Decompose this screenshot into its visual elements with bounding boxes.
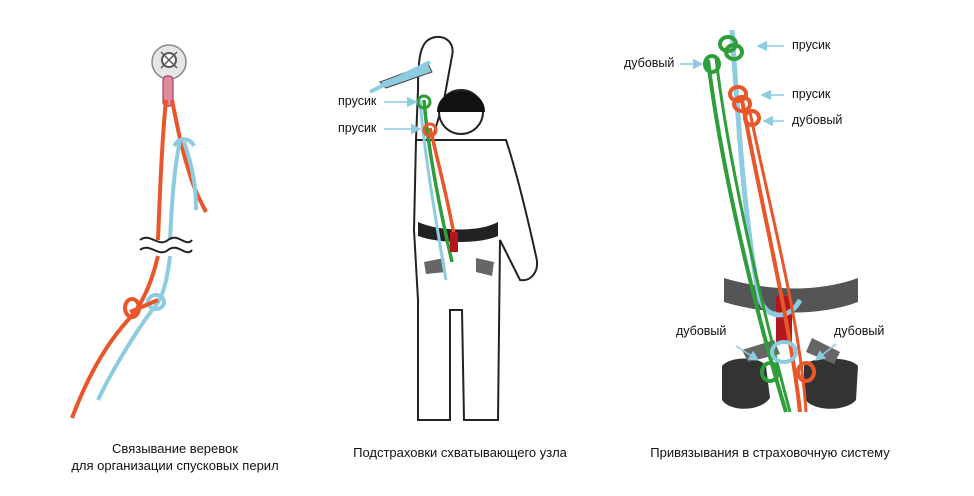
label-prusik-top: прусик [792,38,831,52]
prusik-knot-icon [416,94,432,110]
green-rope [422,99,454,263]
label-oak-mid: дубовый [792,113,843,127]
carabiner-icon [770,340,798,364]
orange-rope [740,99,802,413]
arrow-icon [814,343,837,361]
break-symbol [139,236,193,254]
prusik-knot-icon [422,122,438,138]
prusik-knot-icon [728,85,752,113]
leg-loop-right [804,358,858,409]
oak-knot-icon [703,54,721,74]
label-oak-top: дубовый [624,56,675,70]
caption-line-2: для организации спусковых перил [71,458,279,473]
quickdraw-icon [162,75,174,107]
blue-rope-tail [182,141,198,211]
red-sling [450,232,458,252]
orange-rope-tail [170,99,208,213]
caption-panel-2: Подстраховки схватывающего узла [353,445,567,460]
orange-rope-lower [70,255,160,419]
prusik-knot-icon [718,35,744,61]
oak-knot-icon [760,361,780,383]
label-oak-right: дубовый [834,324,885,338]
green-rope [706,59,788,413]
oak-knot-icon [796,361,816,383]
caption-panel-1: Связывание веревок для организации спуск… [30,440,320,474]
anchor-bolt-icon [151,44,187,80]
arrow-icon [735,345,760,361]
leg-loop-left [722,358,770,409]
oak-knot-icon [743,109,761,127]
orange-rope-upper [156,99,168,241]
blue-rope-upper [168,139,182,241]
caption-panel-3: Привязывания в страховочную систему [650,445,890,460]
label-prusik-1: прусик [338,94,377,108]
blue-rope [418,99,448,281]
blue-rope [729,29,803,318]
label-oak-left: дубовый [676,324,727,338]
label-prusik-mid: прусик [792,87,831,101]
label-prusik-2: прусик [338,121,377,135]
panel-prusik-backup [369,35,538,421]
caption-line-1: Связывание веревок [112,441,238,456]
panel-harness-tie-in [680,29,858,413]
blue-rope-lower [96,255,172,401]
helmet-icon [437,91,485,112]
knot-icon [123,293,166,319]
panel-rope-joining [70,44,208,419]
